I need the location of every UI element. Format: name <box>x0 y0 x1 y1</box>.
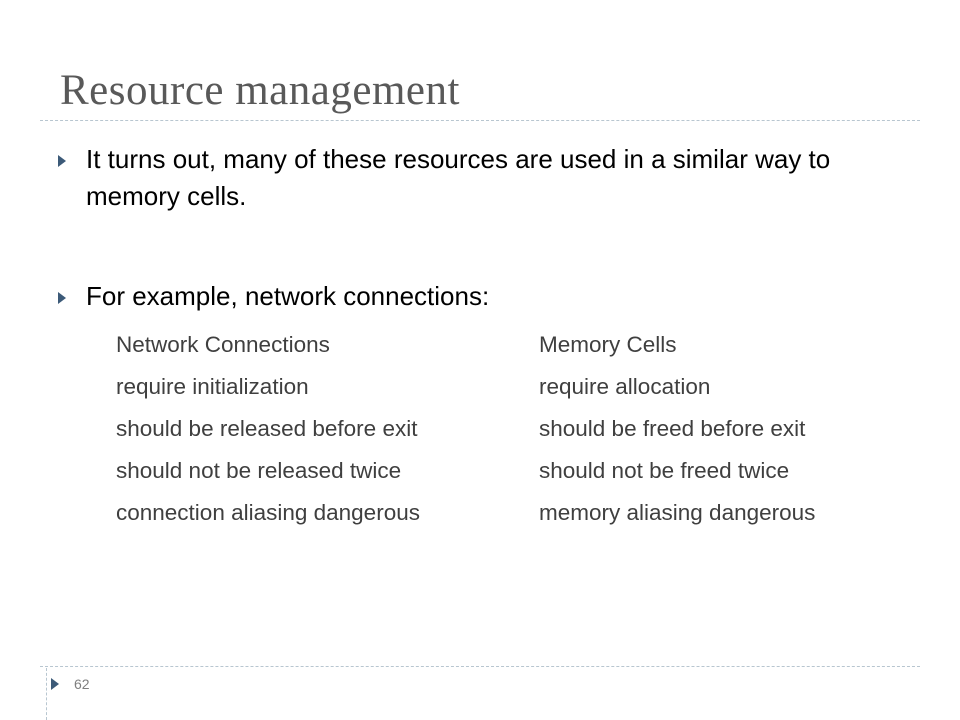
footer-divider <box>40 666 920 667</box>
comparison-row: should not be released twice should not … <box>116 450 919 492</box>
network-cell: should not be released twice <box>116 458 402 483</box>
memory-cell: memory aliasing dangerous <box>539 500 816 525</box>
bullet-text: For example, network connections: <box>86 281 490 311</box>
comparison-table: Network Connections Memory Cells require… <box>116 324 919 534</box>
header-network-connections: Network Connections <box>116 332 330 357</box>
footer-vertical-divider <box>46 668 47 720</box>
footer-arrow-icon <box>51 678 59 690</box>
header-memory-cells: Memory Cells <box>539 332 677 357</box>
bullet-arrow-icon <box>58 292 66 304</box>
comparison-row: connection aliasing dangerous memory ali… <box>116 492 919 534</box>
memory-cell: should be freed before exit <box>539 416 806 441</box>
comparison-header-row: Network Connections Memory Cells <box>116 324 919 366</box>
comparison-row: require initialization require allocatio… <box>116 366 919 408</box>
bullet-text: It turns out, many of these resources ar… <box>86 144 831 211</box>
network-cell: should be released before exit <box>116 416 418 441</box>
bullet-item: It turns out, many of these resources ar… <box>58 141 886 215</box>
title-divider <box>40 120 920 121</box>
memory-cell: should not be freed twice <box>539 458 790 483</box>
bullet-item: For example, network connections: <box>58 278 886 315</box>
memory-cell: require allocation <box>539 374 711 399</box>
network-cell: require initialization <box>116 374 309 399</box>
page-number: 62 <box>74 676 90 692</box>
comparison-row: should be released before exit should be… <box>116 408 919 450</box>
slide-title: Resource management <box>60 67 460 114</box>
network-cell: connection aliasing dangerous <box>116 500 420 525</box>
bullet-arrow-icon <box>58 155 66 167</box>
